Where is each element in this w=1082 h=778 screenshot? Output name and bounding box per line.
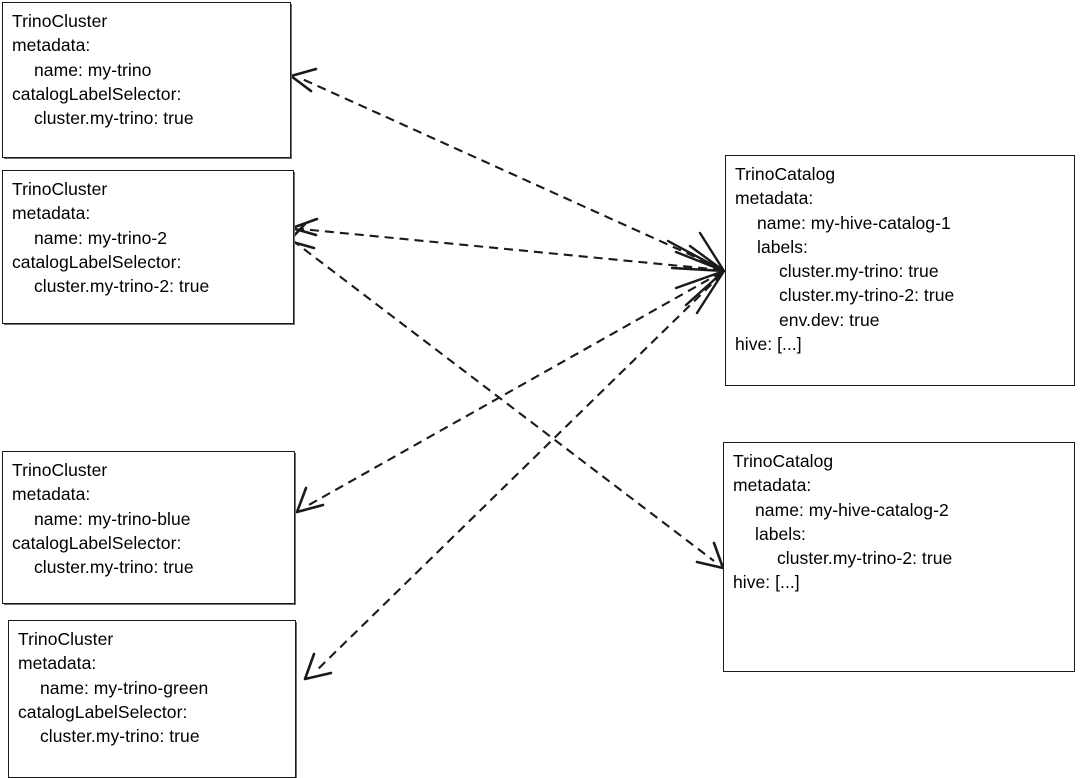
node-line: cluster.my-trino-2: true [34,276,210,297]
node-line: catalogLabelSelector: [12,251,182,272]
edge-bundle-anchor [666,231,726,315]
node-line: cluster.my-trino: true [34,108,194,129]
node-catalog-my-hive-catalog-1[interactable]: TrinoCatalog metadata: name: my-hive-cat… [725,155,1075,386]
node-cluster-my-trino-green[interactable]: TrinoCluster metadata: name: my-trino-gr… [8,620,296,778]
node-line: labels: [755,523,806,544]
node-line: TrinoCatalog [735,164,836,184]
node-line: cluster.my-trino-2: true [779,285,955,306]
node-line: name: my-trino-green [40,677,209,698]
node-line: env.dev: true [779,309,880,330]
node-line: catalogLabelSelector: [12,532,182,553]
node-line: cluster.my-trino: true [779,261,939,282]
node-line: catalogLabelSelector: [12,83,182,104]
node-line: metadata: [12,35,91,56]
edge-catalog1-to-my-trino-blue [295,271,723,514]
node-line: hive: [...] [735,334,802,355]
node-line: hive: [...] [733,572,800,593]
node-line: name: my-hive-catalog-1 [757,212,951,233]
node-line: cluster.my-trino: true [34,557,194,578]
node-line: TrinoCluster [12,460,108,480]
node-line: labels: [757,236,808,257]
edge-catalog1-to-my-trino-2 [290,217,723,272]
node-line: metadata: [735,188,814,209]
edge-catalog1-to-my-trino [289,67,723,270]
node-line: name: my-hive-catalog-2 [755,499,949,520]
node-catalog-my-hive-catalog-2[interactable]: TrinoCatalog metadata: name: my-hive-cat… [723,442,1075,672]
node-line: name: my-trino-2 [34,227,168,248]
node-line: metadata: [18,653,97,674]
node-line: metadata: [12,203,91,224]
node-line: TrinoCluster [12,179,108,199]
node-line: TrinoCatalog [733,451,834,471]
node-line: metadata: [12,484,91,505]
node-line: name: my-trino-blue [34,508,191,529]
node-line: catalogLabelSelector: [18,701,188,722]
node-line: name: my-trino [34,59,152,80]
node-line: cluster.my-trino-2: true [777,548,953,569]
node-cluster-my-trino-blue[interactable]: TrinoCluster metadata: name: my-trino-bl… [2,451,295,604]
node-line: TrinoCluster [12,11,108,31]
node-line: cluster.my-trino: true [40,726,200,747]
edge-catalog1-to-my-trino-green [303,273,723,681]
edge-my-trino-2-to-catalog2 [287,222,725,570]
node-cluster-my-trino-2[interactable]: TrinoCluster metadata: name: my-trino-2 … [2,170,294,324]
node-line: TrinoCluster [18,629,114,649]
node-line: metadata: [733,475,812,496]
node-cluster-my-trino[interactable]: TrinoCluster metadata: name: my-trino ca… [2,2,291,158]
